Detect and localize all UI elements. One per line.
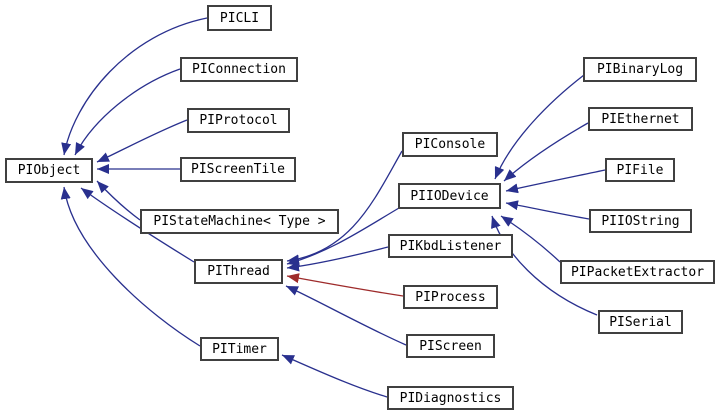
edge-PIDiagnostics-to-PITimer [281, 354, 388, 398]
edge-PIThread-to-PIObject [80, 187, 195, 263]
class-node-PIConsole[interactable]: PIConsole [402, 132, 498, 157]
class-node-label: PIDiagnostics [399, 390, 502, 406]
class-node-label: PIIODevice [410, 188, 489, 204]
class-node-PIIOString[interactable]: PIIOString [589, 209, 692, 233]
class-node-PIKbdListener[interactable]: PIKbdListener [388, 234, 513, 258]
class-node-label: PIFile [616, 162, 664, 178]
edge-PISerial-to-PIIODevice [491, 215, 598, 316]
class-node-label: PIKbdListener [399, 238, 502, 254]
class-node-label: PIPacketExtractor [570, 264, 705, 280]
edge-PIIOString-to-PIIODevice [505, 200, 590, 220]
class-node-label: PIConsole [414, 137, 486, 152]
class-node-PIStateMachine[interactable]: PIStateMachine< Type > [140, 209, 339, 234]
class-node-PIProcess[interactable]: PIProcess [403, 285, 498, 309]
class-node-PIObject[interactable]: PIObject [5, 158, 93, 183]
class-node-label: PICLI [219, 10, 260, 26]
class-node-label: PIProcess [415, 289, 486, 305]
edge-PIProcess-to-PIThread [286, 273, 404, 297]
edge-PIIODevice-to-PIThread [286, 207, 400, 266]
class-node-PIScreen[interactable]: PIScreen [406, 334, 495, 358]
class-node-PIPacketExtractor[interactable]: PIPacketExtractor [560, 260, 715, 284]
edge-PIConnection-to-PIObject [74, 68, 181, 156]
edge-PIKbdListener-to-PIThread [286, 246, 389, 272]
class-node-PISerial[interactable]: PISerial [598, 310, 683, 334]
class-node-label: PIProtocol [199, 113, 278, 128]
class-node-label: PIEthernet [601, 111, 680, 127]
edge-PIStateMachine-to-PIObject [96, 180, 141, 221]
class-node-label: PIObject [17, 163, 81, 178]
class-node-PIFile[interactable]: PIFile [605, 158, 675, 182]
class-node-label: PIStateMachine< Type > [153, 214, 326, 229]
class-node-PIProtocol[interactable]: PIProtocol [187, 108, 290, 133]
class-node-label: PIConnection [192, 62, 286, 77]
class-node-label: PIScreenTile [191, 162, 285, 177]
class-node-PIIODevice[interactable]: PIIODevice [398, 183, 501, 209]
edge-PIConsole-to-PIThread [286, 150, 403, 265]
class-node-PIConnection[interactable]: PIConnection [180, 57, 298, 82]
class-node-label: PIIOString [601, 213, 680, 229]
edge-PIScreen-to-PIThread [285, 285, 407, 346]
class-node-PICLI[interactable]: PICLI [207, 5, 272, 31]
class-node-PIThread[interactable]: PIThread [194, 259, 283, 284]
edge-PIBinaryLog-to-PIIODevice [494, 74, 585, 180]
edge-PIPacketExtractor-to-PIIODevice [500, 215, 561, 263]
edge-PICLI-to-PIObject [61, 17, 208, 156]
class-node-label: PISerial [609, 314, 672, 330]
class-node-PIScreenTile[interactable]: PIScreenTile [180, 157, 296, 182]
class-node-PIEthernet[interactable]: PIEthernet [588, 107, 693, 131]
class-node-PITimer[interactable]: PITimer [200, 337, 279, 361]
class-node-label: PIBinaryLog [596, 62, 684, 77]
class-node-label: PIScreen [419, 338, 482, 354]
edge-PIEthernet-to-PIIODevice [503, 122, 589, 182]
edge-PIProtocol-to-PIObject [96, 119, 188, 163]
class-node-PIBinaryLog[interactable]: PIBinaryLog [583, 57, 697, 82]
edge-PIFile-to-PIIODevice [505, 169, 606, 194]
edge-PITimer-to-PIObject [60, 186, 201, 347]
class-node-PIDiagnostics[interactable]: PIDiagnostics [387, 386, 514, 410]
class-node-label: PITimer [212, 341, 267, 357]
class-node-label: PIThread [207, 264, 270, 279]
